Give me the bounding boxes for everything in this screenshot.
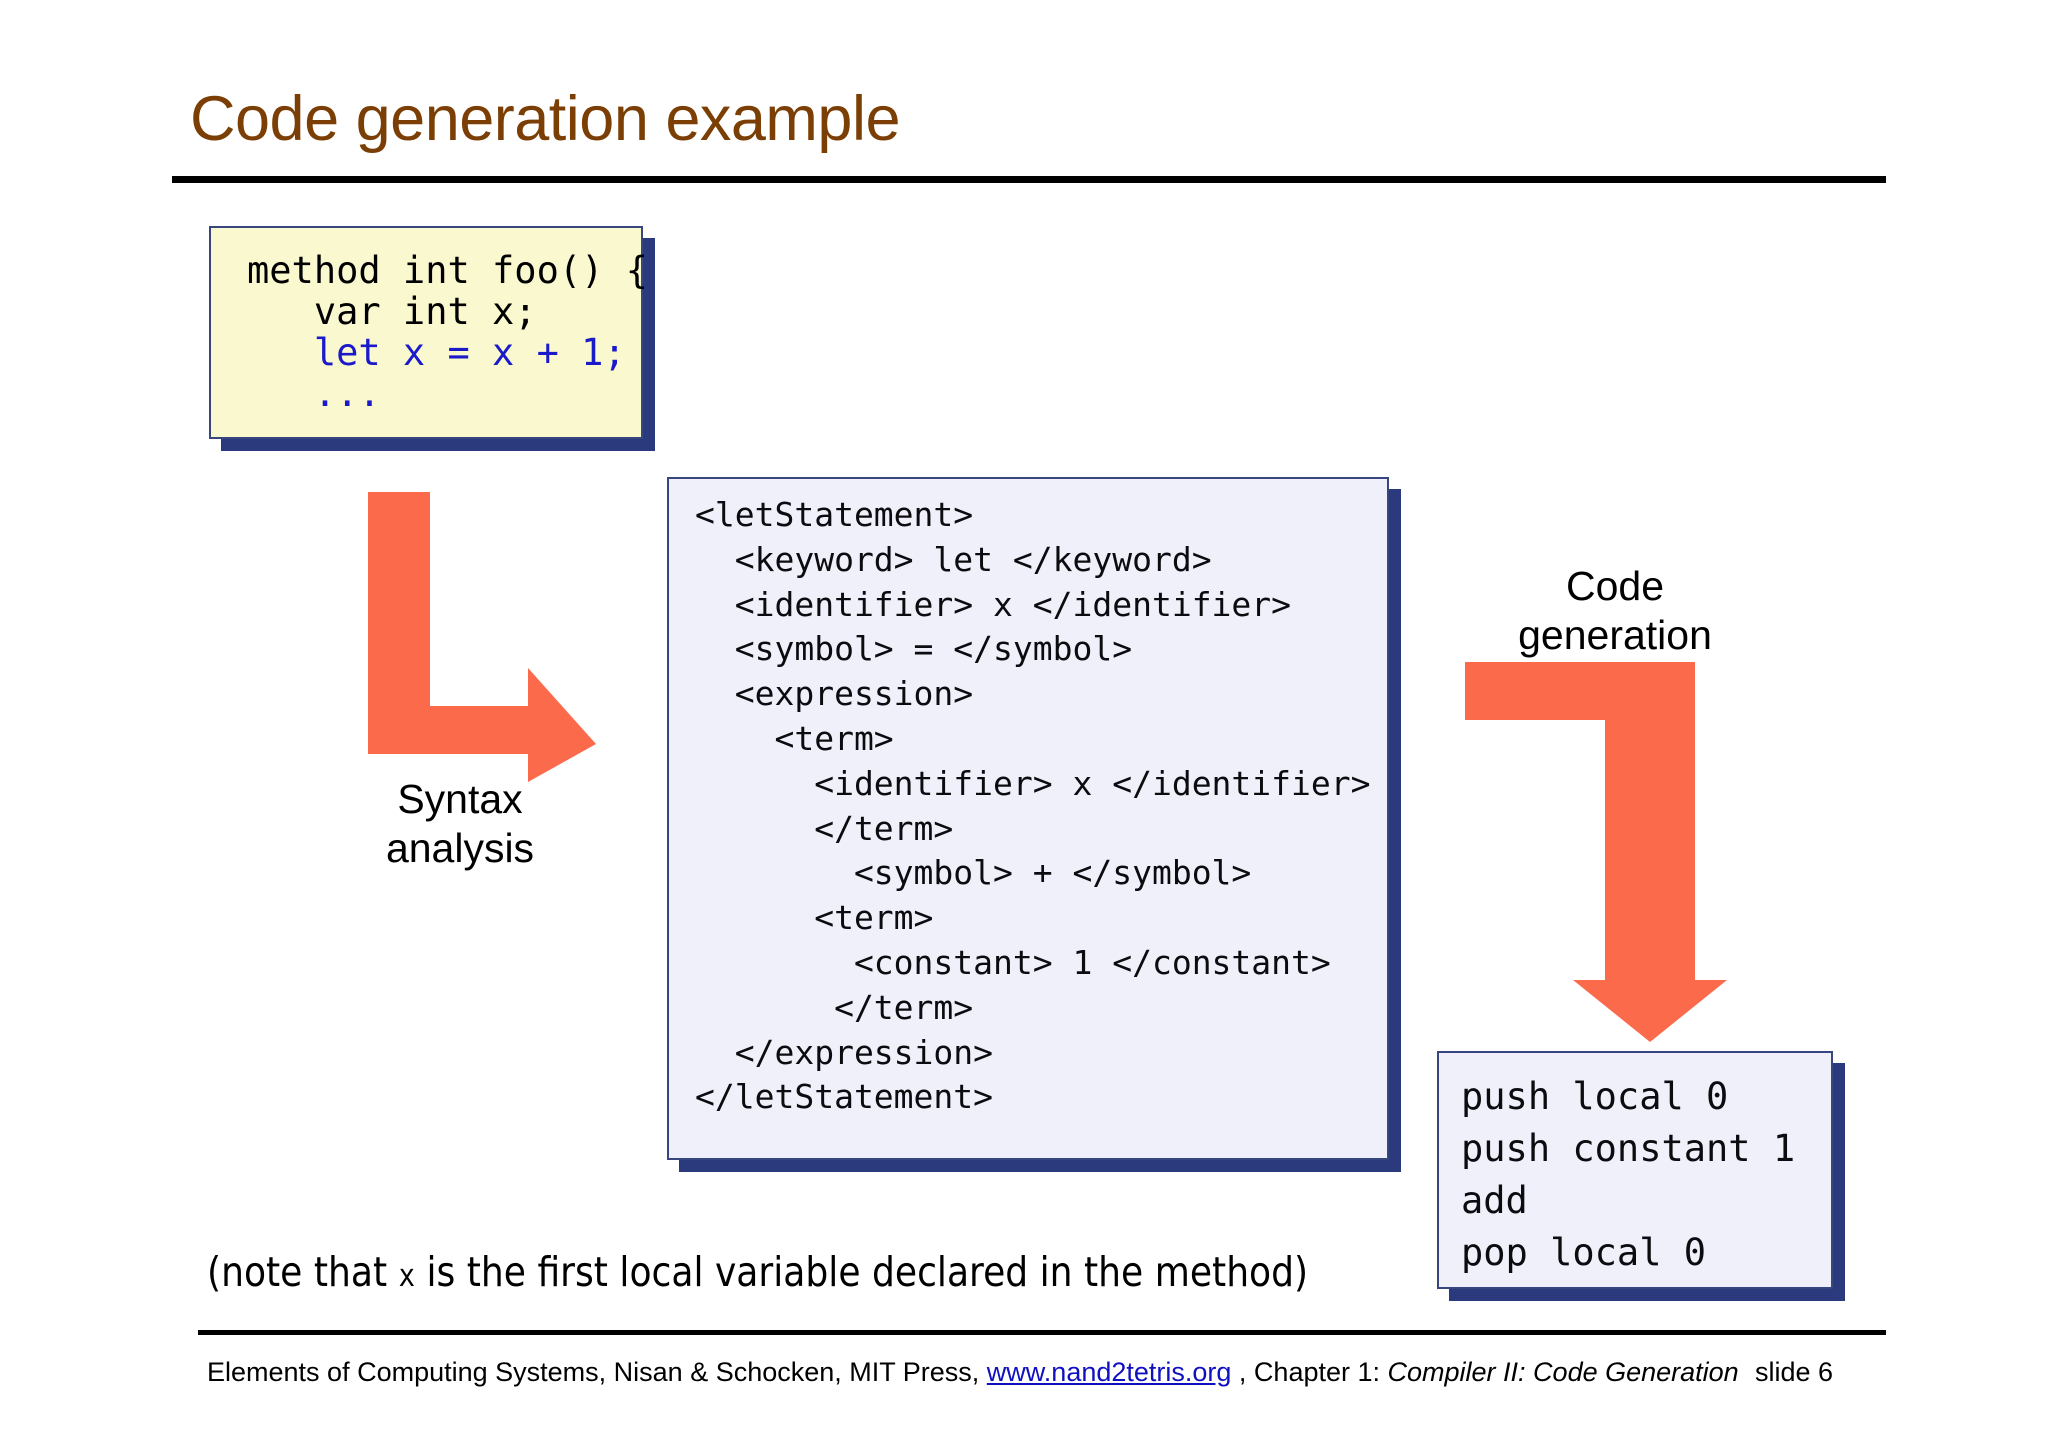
vm-line-3: pop local 0: [1461, 1231, 1707, 1274]
code-generation-label-line1: Code: [1565, 563, 1664, 609]
xml-line-0: <letStatement>: [695, 495, 974, 534]
code-generation-label-line2: generation: [1518, 612, 1712, 658]
footer: Elements of Computing Systems, Nisan & S…: [207, 1355, 1887, 1389]
jack-source-code: method int foo() { var int x; let x = x …: [247, 250, 648, 414]
jack-source-box-frame: method int foo() { var int x; let x = x …: [209, 226, 648, 439]
xml-line-2: <identifier> x </identifier>: [695, 584, 1292, 624]
parse-tree-xml-box: <letStatement> <keyword> let </keyword> …: [667, 477, 1401, 1172]
jack-line-3: ...: [247, 372, 381, 415]
footer-chapter-title: Compiler II: Code Generation: [1387, 1357, 1739, 1387]
vm-code: push local 0 push constant 1 add pop loc…: [1461, 1071, 1795, 1279]
jack-line-0: method int foo() {: [247, 249, 648, 292]
footer-before-link: Elements of Computing Systems, Nisan & S…: [207, 1357, 987, 1387]
syntax-analysis-label: Syntax analysis: [330, 775, 590, 873]
xml-line-4: <expression>: [695, 674, 974, 714]
vm-code-box: push local 0 push constant 1 add pop loc…: [1437, 1051, 1845, 1301]
code-generation-arrow-icon: [1465, 662, 1727, 1042]
xml-line-13: </letStatement>: [695, 1077, 994, 1117]
note-text: (note that x is the first local variable…: [207, 1248, 1308, 1300]
xml-line-8: <symbol> + </symbol>: [695, 853, 1252, 893]
note-variable: x: [398, 1258, 416, 1294]
footer-after-link: , Chapter 1:: [1231, 1357, 1388, 1387]
xml-line-3: <symbol> = </symbol>: [695, 629, 1133, 669]
xml-line-9: <term>: [695, 898, 934, 938]
slide-number: slide 6: [1755, 1357, 1834, 1387]
xml-line-12: </expression>: [695, 1032, 994, 1072]
syntax-analysis-arrow-icon: [368, 492, 596, 782]
xml-line-11: </term>: [695, 987, 974, 1027]
xml-line-7: </term>: [695, 808, 954, 848]
vm-line-2: add: [1461, 1179, 1528, 1222]
nand2tetris-link[interactable]: www.nand2tetris.org: [986, 1357, 1232, 1387]
xml-line-10: <constant> 1 </constant>: [695, 942, 1331, 982]
xml-line-1: <keyword> let </keyword>: [695, 539, 1212, 579]
jack-source-box: method int foo() { var int x; let x = x …: [209, 226, 655, 451]
xml-line-6: <identifier> x </identifier>: [695, 763, 1371, 803]
syntax-analysis-label-line2: analysis: [385, 825, 535, 871]
parse-tree-xml-box-frame: <letStatement> <keyword> let </keyword> …: [667, 477, 1389, 1160]
jack-line-2: let x = x + 1;: [247, 331, 626, 374]
syntax-analysis-label-line1: Syntax: [397, 776, 523, 822]
xml-line-5: <term>: [695, 718, 894, 758]
jack-line-1: var int x;: [247, 290, 537, 333]
code-generation-label: Code generation: [1470, 562, 1760, 660]
note-prefix: (note that: [207, 1248, 399, 1296]
vm-line-0: push local 0: [1461, 1075, 1729, 1118]
parse-tree-xml-code: <letStatement> <keyword> let </keyword> …: [695, 493, 1371, 1120]
vm-code-box-frame: push local 0 push constant 1 add pop loc…: [1437, 1051, 1833, 1289]
footer-divider: [198, 1330, 1886, 1335]
title-divider: [172, 176, 1886, 183]
note-suffix: is the first local variable declared in …: [415, 1248, 1309, 1296]
page-title: Code generation example: [190, 84, 901, 154]
vm-line-1: push constant 1: [1461, 1127, 1796, 1170]
